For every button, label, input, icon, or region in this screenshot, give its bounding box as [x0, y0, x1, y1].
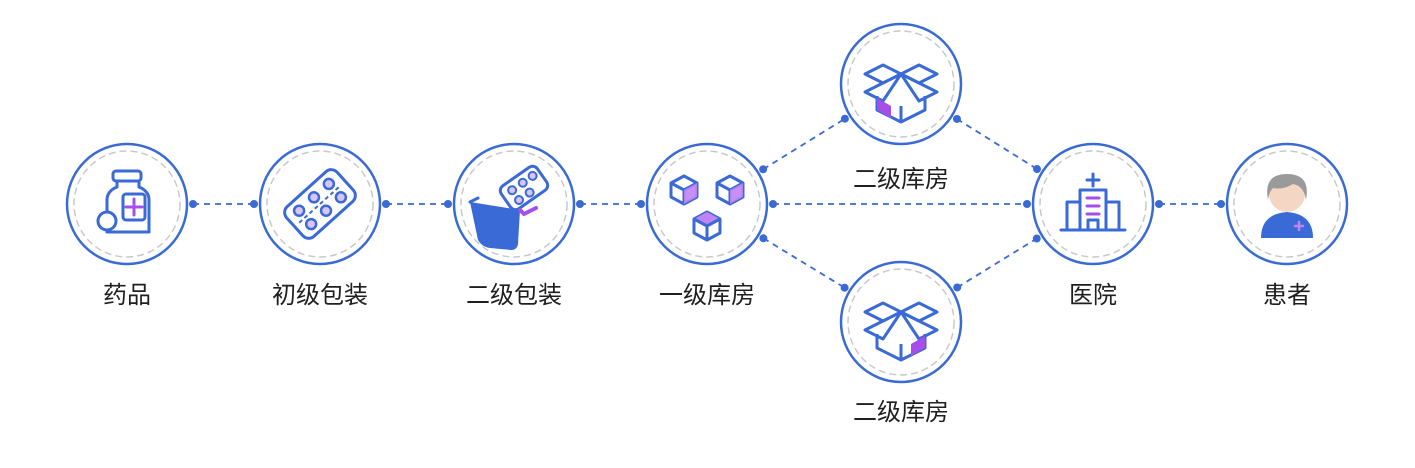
- node-patient[interactable]: [1225, 142, 1349, 266]
- node-drug[interactable]: [65, 142, 189, 266]
- nodes-layer: [65, 22, 1349, 384]
- connector-dot: [250, 200, 258, 208]
- connector-line: [956, 237, 1038, 289]
- label-primary-warehouse: 一级库房: [659, 281, 755, 309]
- label-hospital: 医院: [1069, 281, 1117, 309]
- node-primary-warehouse[interactable]: [645, 142, 769, 266]
- cubes-icon: [669, 174, 745, 242]
- connector-primary-warehouse-to-secondary-warehouse-top: [759, 114, 849, 174]
- open-box-icon: [863, 301, 939, 362]
- connector-dot: [769, 200, 777, 208]
- connector-hospital-to-patient: [1155, 200, 1225, 208]
- hospital-building-icon: [1059, 172, 1127, 232]
- node-secondary-warehouse-bottom[interactable]: [839, 260, 963, 384]
- connector-line: [762, 237, 846, 289]
- connector-dot: [189, 200, 197, 208]
- connector-dot: [1155, 200, 1163, 208]
- pill-box-icon: [468, 164, 550, 250]
- connector-dot: [840, 114, 849, 123]
- medicine-bottle-icon: [96, 169, 151, 234]
- node-secondary-warehouse-top[interactable]: [839, 22, 963, 146]
- connector-dot: [1032, 234, 1041, 243]
- connector-line: [956, 118, 1038, 170]
- node-hospital[interactable]: [1031, 142, 1155, 266]
- label-primary-pack: 初级包装: [272, 281, 368, 309]
- connector-secondary-warehouse-bottom-to-hospital: [953, 234, 1041, 292]
- connector-dot: [576, 200, 584, 208]
- label-secondary-warehouse-top: 二级库房: [853, 165, 949, 193]
- connector-dot: [759, 165, 768, 174]
- connector-dot: [1217, 200, 1225, 208]
- label-drug: 药品: [103, 281, 151, 309]
- connector-secondary-warehouse-top-to-hospital: [952, 114, 1042, 174]
- connector-line: [762, 117, 846, 171]
- node-primary-pack[interactable]: [258, 142, 382, 266]
- edges-layer: [189, 114, 1225, 292]
- pill-blister-icon: [283, 168, 357, 240]
- connector-dot: [1023, 200, 1031, 208]
- label-patient: 患者: [1263, 281, 1311, 309]
- connector-dot: [1033, 165, 1042, 174]
- connector-dot: [953, 283, 962, 292]
- connector-dot: [840, 283, 849, 292]
- open-box-icon: [863, 63, 939, 124]
- patient-avatar-icon: [1261, 174, 1313, 238]
- connector-dot: [382, 200, 390, 208]
- connector-dot: [444, 200, 452, 208]
- connector-primary-pack-to-secondary-pack: [382, 200, 452, 208]
- connector-secondary-pack-to-primary-warehouse: [576, 200, 645, 208]
- label-secondary-pack: 二级包装: [466, 281, 562, 309]
- connector-dot: [952, 114, 961, 123]
- connector-primary-warehouse-to-secondary-warehouse-bottom: [759, 234, 849, 292]
- connector-primary-warehouse-to-hospital: [769, 200, 1031, 208]
- connector-dot: [637, 200, 645, 208]
- connector-drug-to-primary-pack: [189, 200, 258, 208]
- label-secondary-warehouse-bottom: 二级库房: [853, 398, 949, 426]
- node-secondary-pack[interactable]: [452, 142, 576, 266]
- connector-dot: [759, 234, 768, 243]
